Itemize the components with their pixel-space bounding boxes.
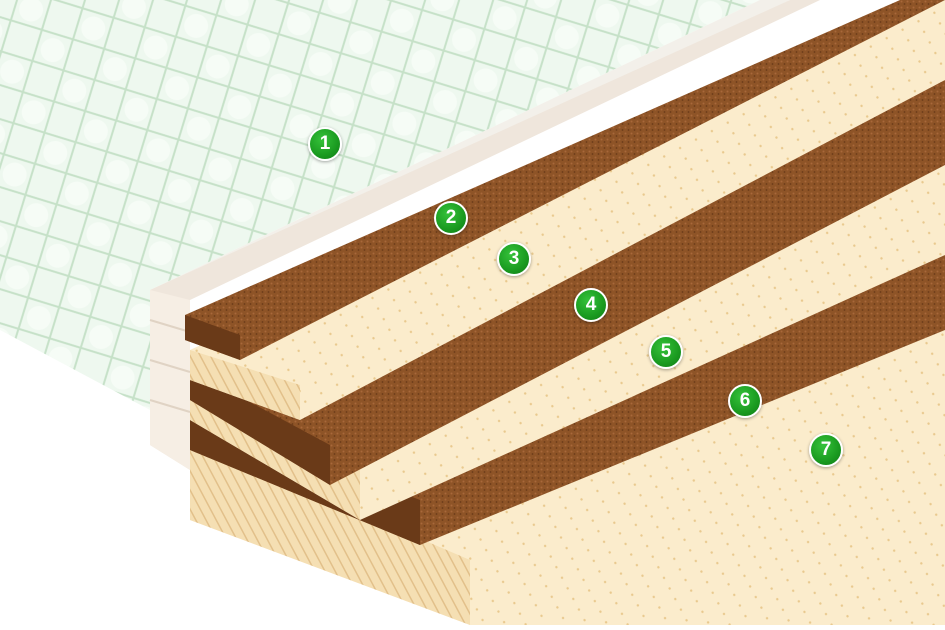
layer-4-badge: 4	[574, 288, 608, 322]
layer-1-badge: 1	[308, 127, 342, 161]
border-band	[149, 0, 820, 470]
layer-6-badge: 6	[728, 384, 762, 418]
layer-2-badge: 2	[434, 201, 468, 235]
layer-stack	[185, 0, 945, 625]
layer-7-badge: 7	[809, 433, 843, 467]
layer-3-badge: 3	[497, 242, 531, 276]
layer-5-badge: 5	[649, 335, 683, 369]
